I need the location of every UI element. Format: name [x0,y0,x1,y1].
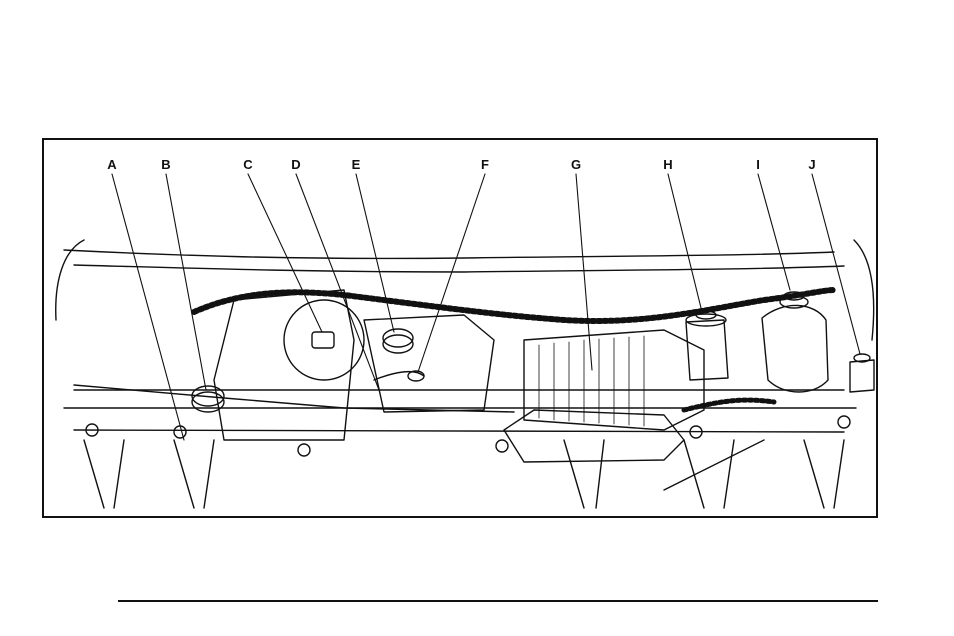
callout-f: F [481,158,489,172]
callout-c: C [243,158,252,172]
callout-d: D [291,158,300,172]
callout-a: A [107,158,116,172]
engine-compartment-figure: A B C D E F G H I J [42,138,878,518]
footer-rule [118,600,878,602]
callout-j: J [808,158,815,172]
callout-i: I [756,158,760,172]
callout-e: E [352,158,361,172]
engine-line-drawing [44,140,876,516]
callout-b: B [161,158,170,172]
callout-g: G [571,158,581,172]
callout-h: H [663,158,672,172]
